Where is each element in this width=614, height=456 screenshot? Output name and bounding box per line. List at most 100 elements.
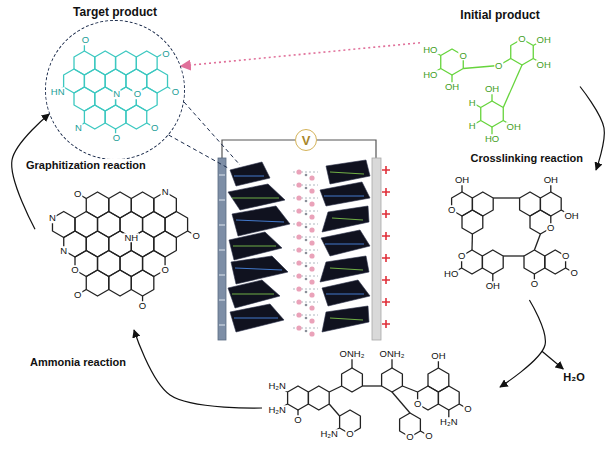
sheet-streak <box>330 268 363 270</box>
sheet-streak <box>326 294 364 295</box>
ion <box>309 331 314 336</box>
atom-label: O <box>192 231 201 241</box>
ring <box>131 270 154 296</box>
atom-label: N <box>48 213 57 223</box>
electron <box>305 252 308 255</box>
reaction-label: Ammonia reaction <box>28 356 128 369</box>
anode <box>372 158 381 340</box>
sheet-streak <box>232 294 274 295</box>
ion <box>296 195 301 200</box>
cathode-marks <box>219 175 225 325</box>
atom-label: O <box>138 301 147 311</box>
atom-label: H <box>468 121 477 131</box>
atom-label: O <box>463 404 472 414</box>
graphene-sheet <box>228 280 280 308</box>
atom-label: O <box>459 51 468 61</box>
bond <box>503 255 524 256</box>
atom-label: H₂N <box>319 429 338 439</box>
molecule-skeleton <box>57 39 175 137</box>
atom-label: NH <box>123 233 139 243</box>
reaction-label: Graphitization reaction <box>24 159 148 172</box>
ion <box>309 240 314 245</box>
magnified-region: Target productOOHNONNOOO <box>45 20 185 160</box>
electron <box>305 278 308 281</box>
atom-label: OH <box>454 175 470 185</box>
reaction-arrow <box>12 114 50 229</box>
ring <box>342 368 363 392</box>
ion <box>296 169 301 174</box>
zoom-line <box>184 102 240 165</box>
sheet-streak <box>324 196 364 197</box>
atom-label: O <box>517 34 526 44</box>
voltmeter-symbol: V <box>295 129 317 151</box>
atom-label: O <box>424 431 433 441</box>
electron <box>305 174 308 177</box>
ion <box>296 273 301 278</box>
ring <box>105 105 126 129</box>
ion <box>309 266 314 271</box>
product-heading: Target product <box>73 5 157 19</box>
atom-label: H₂N <box>267 405 286 415</box>
atom-label: O <box>70 265 79 275</box>
molecule-node: Initial productHOHOOHOOOHOOHOHHHHOOH <box>420 24 580 149</box>
dotted-arrow <box>181 43 420 66</box>
electrolysis-cell <box>218 140 390 340</box>
atom-label: ONH₂ <box>379 349 406 359</box>
voltage-symbol: V <box>302 134 311 147</box>
sheet-streak <box>234 318 278 319</box>
ion <box>296 299 301 304</box>
graphene-sheet <box>232 206 290 236</box>
sheet-streak <box>233 246 276 247</box>
atom-label: O <box>546 223 555 233</box>
ion <box>309 214 314 219</box>
plus-signs <box>382 166 390 328</box>
atom-label: O <box>73 290 82 300</box>
zoom-lines <box>169 102 240 168</box>
ring <box>482 250 503 274</box>
molecule-skeleton <box>430 39 543 139</box>
bond <box>534 234 540 250</box>
atom-label: HN <box>50 87 66 97</box>
reaction-arrow <box>134 330 262 408</box>
graphene-sheet <box>229 232 282 260</box>
molecule-node: ONH₂ONH₂H₂NOHH₂NOH₂NOOOH₂NOO <box>262 345 500 450</box>
graphene-sheet <box>322 280 370 306</box>
atom-label: HO <box>422 45 438 55</box>
electron <box>305 291 308 294</box>
atom-label: ONH₂ <box>339 349 366 359</box>
bond <box>362 385 381 386</box>
molecule-skeleton <box>451 180 574 286</box>
electron <box>305 200 308 203</box>
electron <box>305 265 308 268</box>
electron <box>305 226 308 229</box>
electron <box>305 187 308 190</box>
ion <box>309 305 314 310</box>
reaction-label: Crosslinking reaction <box>469 152 585 165</box>
atom-label: OH <box>484 84 500 94</box>
atom-label: O <box>457 251 466 261</box>
sheet-streak <box>330 318 363 320</box>
ring <box>428 368 449 392</box>
ion <box>309 227 314 232</box>
atom-label: N <box>161 187 170 197</box>
atom-label: O <box>160 265 169 275</box>
atom-label: O <box>161 49 170 59</box>
ion <box>296 325 301 330</box>
ion <box>296 208 301 213</box>
ring <box>382 368 403 392</box>
atom-label: O <box>81 35 90 45</box>
reaction-arrow <box>580 87 604 171</box>
graphene-sheet <box>231 256 288 284</box>
ring <box>84 105 105 129</box>
cathode <box>218 158 226 340</box>
bond <box>392 392 410 413</box>
sheet-streak <box>232 198 279 199</box>
atom-label: O <box>345 429 354 439</box>
ring <box>288 386 309 410</box>
molecule-skeleton <box>52 192 196 306</box>
atom-label: OH <box>543 175 559 185</box>
ion <box>296 312 301 317</box>
atom-label: O <box>293 415 302 425</box>
byproduct-arrow <box>542 351 563 369</box>
